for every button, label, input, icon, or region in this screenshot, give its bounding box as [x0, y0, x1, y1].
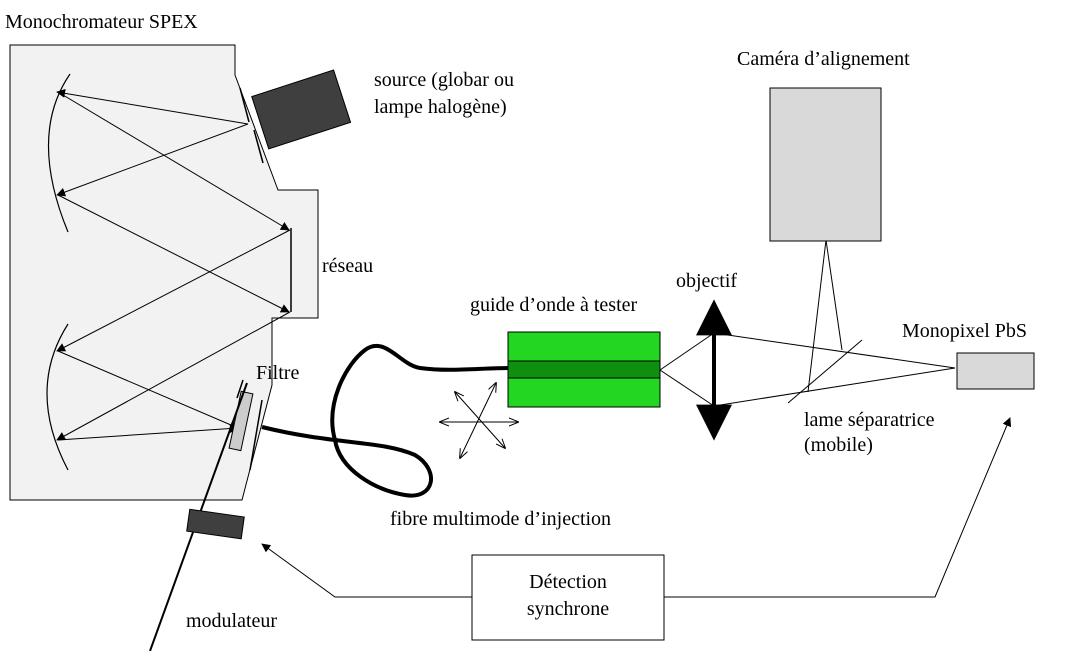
signal-to-detector-line: [664, 417, 1012, 598]
source-label-line1: source (globar ou: [374, 69, 514, 91]
modulator-label: modulateur: [186, 610, 277, 632]
alignment-camera: [769, 87, 882, 242]
sync-label-line1: Détection: [529, 571, 607, 593]
injection-fiber: [261, 343, 511, 498]
entrance-slit-upper: [239, 87, 250, 123]
bottom-mirror: [46, 323, 69, 471]
monochromator-rays: [56, 88, 291, 441]
beam-splitter[interactable]: [787, 339, 863, 404]
output-beams: [659, 239, 956, 407]
monochromator-label: Monochromateur SPEX: [5, 11, 198, 33]
beamsplitter-label-line2: (mobile): [804, 434, 873, 456]
exit-slit-upper: [236, 379, 244, 399]
detector-label: Monopixel PbS: [902, 320, 1027, 342]
waveguide-core: [507, 360, 661, 379]
positioning-arrows-icon: [440, 383, 518, 458]
sync-label-line2: synchrone: [527, 598, 609, 620]
source-label-line2: lampe halogène): [374, 96, 507, 118]
waveguide-label: guide d’onde à tester: [470, 294, 637, 316]
exit-slit-lower: [249, 399, 263, 471]
filter: [228, 390, 254, 452]
entrance-slit-lower: [253, 129, 264, 164]
beamsplitter-label-line1: lame séparatrice: [804, 409, 935, 431]
source-lamp: [251, 69, 352, 150]
grating-label: réseau: [322, 255, 373, 277]
filter-label: Filtre: [256, 362, 299, 384]
pbs-detector: [956, 352, 1035, 390]
camera-label: Caméra d’alignement: [737, 48, 910, 70]
modulator-blade: [186, 508, 245, 540]
objective-label: objectif: [676, 270, 737, 292]
fiber-label: fibre multimode d’injection: [390, 508, 611, 530]
reference-to-modulator-line: [261, 543, 472, 598]
